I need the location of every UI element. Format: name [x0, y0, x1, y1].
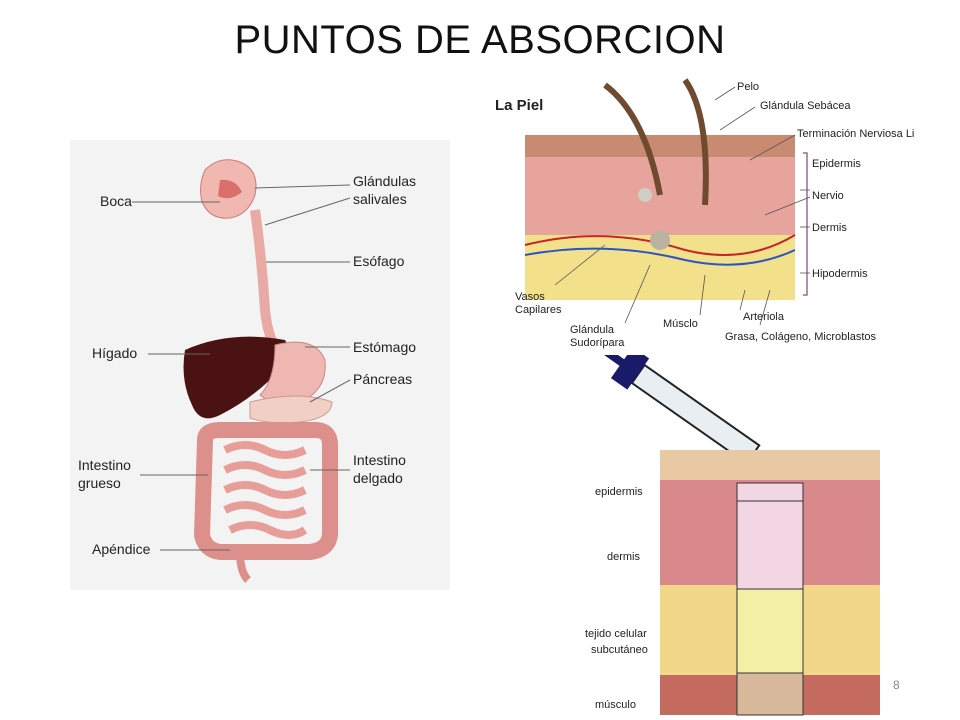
liver-shape	[183, 336, 289, 419]
skin-label-musculo: Músclo	[663, 318, 698, 330]
skin-label-vasos-2: Capilares	[515, 304, 562, 316]
label-glandulas-2: salivales	[353, 191, 407, 207]
inj-label-musculo: músculo	[595, 699, 636, 711]
label-esofago: Esófago	[353, 253, 405, 269]
label-boca: Boca	[100, 193, 132, 209]
skin-label-glandula-sebacea: Glándula Sebácea	[760, 100, 851, 112]
label-intestino-delgado-1: Intestino	[353, 452, 406, 468]
skin-label-nervio: Nervio	[812, 190, 844, 202]
skin-label-dermis: Dermis	[812, 222, 847, 234]
label-glandulas-1: Glándulas	[353, 173, 416, 189]
skin-label-glandula-sudoripara-2: Sudorípara	[570, 337, 625, 349]
skin-diagram: La Piel Pelo Glándula Sebácea Terminació…	[495, 78, 915, 349]
syringe-barrel	[630, 363, 761, 465]
skin-label-terminacion: Terminación Nerviosa Libre	[797, 128, 915, 140]
label-intestino-grueso-1: Intestino	[78, 457, 131, 473]
skin-label-arteriola: Arteriola	[743, 311, 785, 323]
inj-label-tejido-2: subcutáneo	[591, 644, 648, 656]
inj-label-epidermis: epidermis	[595, 486, 643, 498]
layer-epidermis	[736, 482, 804, 502]
layer-musculo	[736, 672, 804, 716]
slide-title: PUNTOS DE ABSORCION	[234, 18, 726, 62]
page-number: 8	[893, 678, 900, 692]
skin-label-grasa: Grasa, Colágeno, Microblastos	[725, 331, 877, 343]
skin-title: La Piel	[495, 97, 543, 114]
injection-diagram: epidermis dermis tejido celular subcután…	[585, 355, 880, 716]
layer-subcutaneo	[736, 588, 804, 674]
inj-label-dermis: dermis	[607, 551, 641, 563]
inj-label-tejido-1: tejido celular	[585, 628, 647, 640]
label-intestino-grueso-2: grueso	[78, 475, 121, 491]
skin-label-epidermis: Epidermis	[812, 158, 861, 170]
label-higado: Hígado	[92, 345, 137, 361]
skin-label-hipodermis: Hipodermis	[812, 268, 868, 280]
skin-label-glandula-sudoripara-1: Glándula	[570, 324, 615, 336]
skin-label-pelo: Pelo	[737, 81, 759, 93]
label-intestino-delgado-2: delgado	[353, 470, 403, 486]
label-apendice: Apéndice	[92, 541, 151, 557]
label-estomago: Estómago	[353, 339, 416, 355]
skin-label-vasos-1: Vasos	[515, 291, 545, 303]
layer-dermis	[736, 500, 804, 590]
digestive-system-illustration: Boca Glándulas salivales Esófago Hígado …	[70, 140, 450, 590]
label-pancreas: Páncreas	[353, 371, 412, 387]
